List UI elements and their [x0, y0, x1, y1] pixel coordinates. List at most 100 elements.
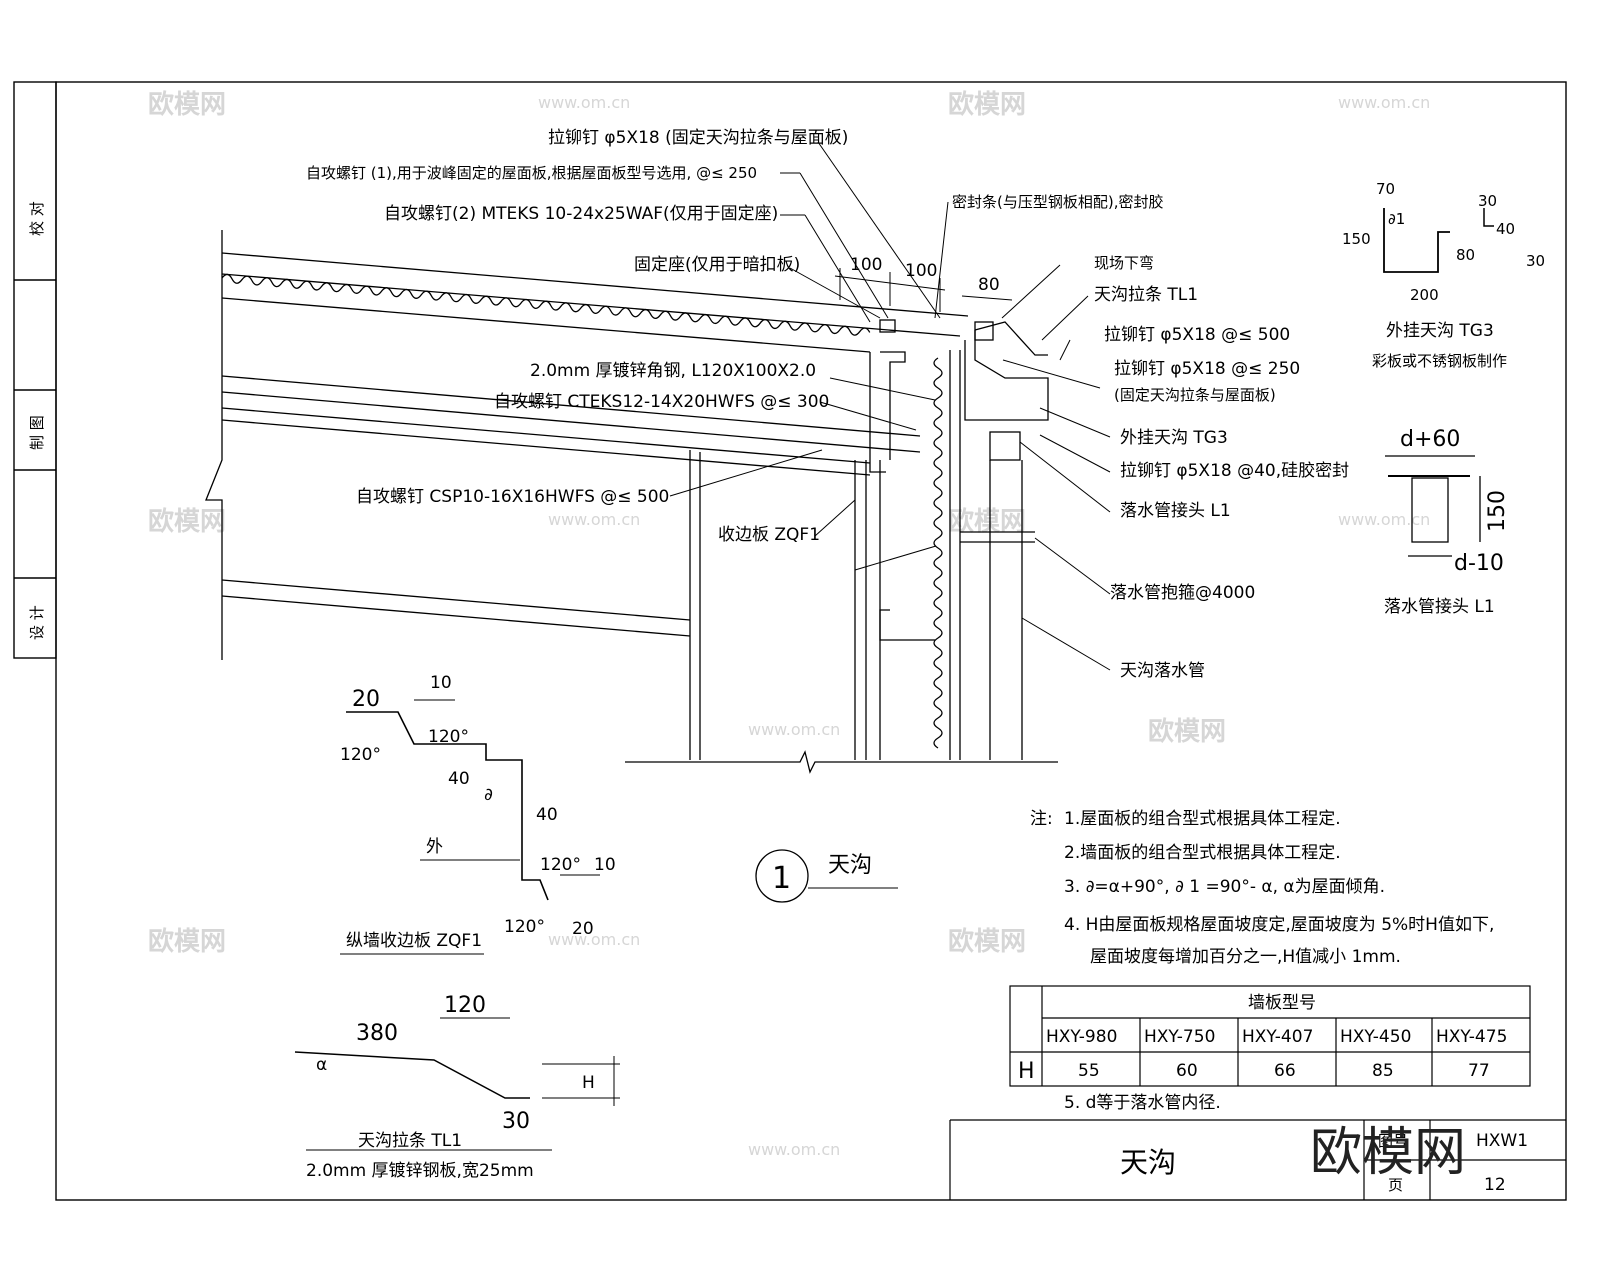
label-site-bend: 现场下弯: [1094, 254, 1154, 272]
label-rivet-top: 拉铆钉 φ5X18 (固定天沟拉条与屋面板): [548, 128, 848, 148]
label-rivet40: 拉铆钉 φ5X18 @40,硅胶密封: [1120, 461, 1349, 481]
tg3-dim-80: 80: [1456, 246, 1475, 264]
tg3-dim-70: 70: [1376, 180, 1395, 198]
note-3: 3. ∂=α+90°, ∂ 1 =90°- α, α为屋面倾角.: [1064, 877, 1385, 897]
l1-dim-d60: d+60: [1400, 427, 1460, 452]
zqf1-angle-120b: 120°: [340, 745, 381, 765]
watermark: www.om.cn: [1338, 510, 1430, 529]
watermark: 欧模网: [1148, 716, 1226, 747]
tg3-dim-200: 200: [1410, 286, 1439, 304]
watermark: 欧模网: [148, 89, 226, 120]
notes: 注: 1.屋面板的组合型式根据具体工程定. 2.墙面板的组合型式根据具体工程定.…: [1030, 809, 1494, 1113]
note-5: 5. d等于落水管内径.: [1064, 1093, 1221, 1113]
table-col: HXY-750: [1144, 1027, 1215, 1047]
label-screw1: 自攻螺钉 (1),用于波峰固定的屋面板,根据屋面板型号选用, @≤ 250: [306, 164, 757, 182]
label-downpipe-joint: 落水管接头 L1: [1120, 501, 1231, 521]
label-screw-csp: 自攻螺钉 CSP10-16X16HWFS @≤ 500: [356, 487, 669, 507]
watermark: 欧模网: [948, 89, 1026, 120]
dim-80: 80: [978, 275, 1000, 295]
watermark: www.om.cn: [548, 510, 640, 529]
zqf1-dim-40a: 40: [448, 769, 470, 789]
dim-100b: 100: [905, 261, 937, 281]
table-value: 66: [1274, 1061, 1296, 1081]
tl1-alpha: α: [316, 1055, 327, 1075]
note-4: 4. H由屋面板规格屋面坡度定,屋面坡度为 5%时H值如下,: [1064, 915, 1494, 935]
drawing-no: HXW1: [1476, 1131, 1528, 1151]
dim-100a: 100: [850, 255, 882, 275]
page-label: 页: [1388, 1176, 1403, 1194]
label-edge-board: 收边板 ZQF1: [718, 525, 820, 545]
watermark: www.om.cn: [1338, 93, 1430, 112]
watermark: 欧模网: [148, 506, 226, 537]
section-number: 1: [772, 861, 791, 896]
zqf1-title: 纵墙收边板 ZQF1: [346, 931, 482, 951]
zqf1-dim-10b: 10: [594, 855, 616, 875]
side-label-check: 校 对: [28, 201, 46, 236]
watermark: www.om.cn: [748, 720, 840, 739]
table-col: HXY-475: [1436, 1027, 1507, 1047]
label-tl1: 天沟拉条 TL1: [1094, 285, 1198, 305]
label-rivet250: 拉铆钉 φ5X18 @≤ 250: [1114, 359, 1300, 379]
watermark: 欧模网: [948, 926, 1026, 957]
watermark: www.om.cn: [548, 930, 640, 949]
side-label-design: 设 计: [28, 605, 46, 640]
main-labels: 拉铆钉 φ5X18 (固定天沟拉条与屋面板) 自攻螺钉 (1),用于波峰固定的屋…: [306, 128, 1349, 681]
note-2: 2.墙面板的组合型式根据具体工程定.: [1064, 843, 1341, 863]
tl1-title: 天沟拉条 TL1: [358, 1131, 462, 1151]
zqf1-detail: 20 10 120° 120° 40 ∂ 40 外 120° 10 120° 2…: [340, 673, 616, 955]
tg3-subtitle: 彩板或不锈钢板制作: [1372, 352, 1507, 370]
tg3-dim-40: 40: [1496, 220, 1515, 238]
label-angle-steel: 2.0mm 厚镀锌角钢, L120X100X2.0: [530, 361, 816, 381]
note-1: 1.屋面板的组合型式根据具体工程定.: [1064, 809, 1341, 829]
tl1-dim-120: 120: [444, 993, 486, 1018]
watermark: 欧模网: [148, 926, 226, 957]
gutter-section-drawing: [205, 230, 1058, 774]
zqf1-angle: ∂: [484, 785, 493, 805]
zqf1-angle-120a: 120°: [428, 727, 469, 747]
watermark: www.om.cn: [538, 93, 630, 112]
leader-lines: [669, 141, 1111, 671]
tl1-dim-30: 30: [502, 1109, 530, 1134]
label-tg3: 外挂天沟 TG3: [1120, 428, 1228, 448]
label-rivet250-note: (固定天沟拉条与屋面板): [1114, 386, 1276, 404]
watermarks: 欧模网 www.om.cn 欧模网 www.om.cn 欧模网 www.om.c…: [148, 89, 1430, 1159]
tg3-dim-150: 150: [1342, 230, 1371, 248]
table-value: 55: [1078, 1061, 1100, 1081]
tl1-subtitle: 2.0mm 厚镀锌钢板,宽25mm: [306, 1161, 534, 1181]
zqf1-dim-10a: 10: [430, 673, 452, 693]
tg3-dim-30a: 30: [1478, 192, 1497, 210]
zqf1-angle-120c: 120°: [540, 855, 581, 875]
label-hoop: 落水管抱箍@4000: [1110, 583, 1255, 603]
label-seal: 密封条(与压型钢板相配),密封胶: [952, 193, 1163, 211]
zqf1-dim-40b: 40: [536, 805, 558, 825]
side-label-draw: 制 图: [28, 415, 46, 450]
tl1-dim-380: 380: [356, 1021, 398, 1046]
note-4b: 屋面坡度每增加百分之一,H值减小 1mm.: [1090, 947, 1401, 967]
table-value: 85: [1372, 1061, 1394, 1081]
table-header: 墙板型号: [1248, 993, 1316, 1013]
notes-label: 注:: [1030, 809, 1053, 829]
tg3-detail: 70 ∂1 150 200 30 40 80 30 外挂天沟 TG3 彩板或不锈…: [1342, 180, 1545, 370]
title-block: 天沟 图号 HXW1 页 12 欧模网: [949, 1119, 1566, 1200]
tg3-dim-30b: 30: [1526, 252, 1545, 270]
section-title: 1 天沟: [755, 849, 898, 903]
main-dimensions: [834, 268, 1013, 312]
section-name: 天沟: [828, 853, 872, 878]
zqf1-dim-20a: 20: [352, 687, 380, 712]
table-value: 60: [1176, 1061, 1198, 1081]
label-screw2: 自攻螺钉(2) MTEKS 10-24x25WAF(仅用于固定座): [384, 204, 778, 224]
table-col: HXY-407: [1242, 1027, 1313, 1047]
l1-dim-d10: d-10: [1454, 551, 1504, 576]
tg3-angle: ∂1: [1388, 210, 1405, 228]
label-fixseat: 固定座(仅用于暗扣板): [634, 255, 800, 275]
table-value: 77: [1468, 1061, 1490, 1081]
label-screw-cteks: 自攻螺钉 CTEKS12-14X20HWFS @≤ 300: [494, 392, 829, 412]
h-value-table: 墙板型号 H HXY-980 HXY-750 HXY-407 HXY-450 H…: [1009, 985, 1531, 1087]
sheet-frame: [13, 81, 1567, 1201]
label-downpipe: 天沟落水管: [1120, 661, 1205, 681]
table-col: HXY-450: [1340, 1027, 1411, 1047]
table-col: HXY-980: [1046, 1027, 1117, 1047]
page-number: 12: [1484, 1175, 1506, 1195]
watermark: www.om.cn: [748, 1140, 840, 1159]
drawing-no-label: 图号: [1378, 1132, 1408, 1150]
